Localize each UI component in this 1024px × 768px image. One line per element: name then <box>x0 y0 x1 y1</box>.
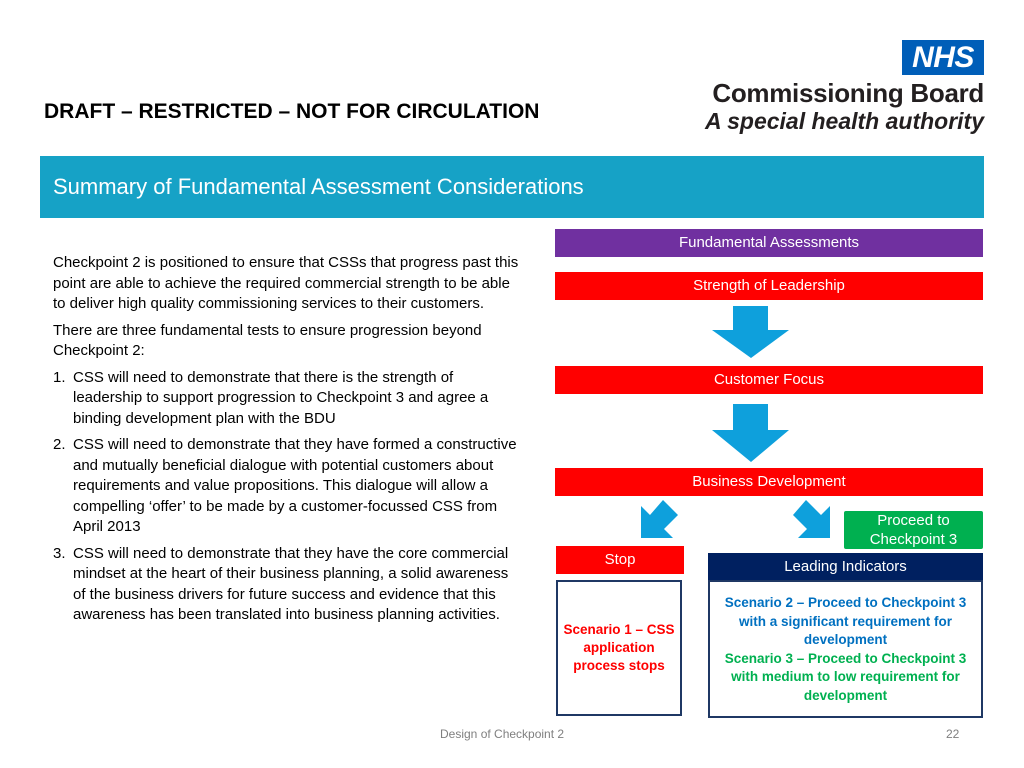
test-item: 1. CSS will need to demonstrate that ther… <box>53 368 523 430</box>
scenario1-box: Scenario 1 – CSS application process sto… <box>556 580 682 716</box>
tests-intro: There are three fundamental tests to ens… <box>53 321 482 360</box>
nhs-badge: NHS <box>902 40 984 75</box>
scenario2-text: Scenario 2 – Proceed to Checkpoint 3 wit… <box>724 595 967 647</box>
proceed-box: Proceed to Checkpoint 3 <box>844 511 983 549</box>
nhs-logo: NHS Commissioning Board A special health… <box>705 40 990 140</box>
business-development-box: Business Development <box>555 468 983 496</box>
intro-paragraph: Checkpoint 2 is positioned to ensure tha… <box>53 254 519 312</box>
test-text: CSS will need to demonstrate that they h… <box>73 436 517 535</box>
down-arrow-icon <box>712 404 789 462</box>
logo-line2: A special health authority <box>704 108 984 134</box>
scenario1-text: Scenario 1 – CSS application process sto… <box>563 622 675 673</box>
test-text: CSS will need to demonstrate that they h… <box>73 544 509 624</box>
stop-box: Stop <box>556 546 684 574</box>
down-arrow-icon <box>712 306 789 358</box>
strength-of-leadership-box: Strength of Leadership <box>555 272 983 300</box>
test-text: CSS will need to demonstrate that there … <box>73 368 489 427</box>
tests-list: 1. CSS will need to demonstrate that ther… <box>53 368 523 626</box>
test-number: 1. <box>53 368 66 386</box>
logo-line1: Commissioning Board <box>712 78 984 108</box>
scenario3-text: Scenario 3 – Proceed to Checkpoint 3 wit… <box>724 650 967 703</box>
body-text: Checkpoint 2 is positioned to ensure tha… <box>53 253 523 632</box>
draft-notice: DRAFT – RESTRICTED – NOT FOR CIRCULATION <box>44 100 540 123</box>
test-number: 2. <box>53 436 66 453</box>
footer-title: Design of Checkpoint 2 <box>440 727 565 741</box>
diagonal-down-right-arrow-icon <box>793 500 830 538</box>
test-item: 2. CSS will need to demonstrate that they… <box>53 435 523 538</box>
test-item: 3. CSS will need to demonstrate that they… <box>53 544 523 626</box>
title-banner: Summary of Fundamental Assessment Consid… <box>40 156 984 218</box>
test-number: 3. <box>53 544 66 562</box>
diagonal-down-left-arrow-icon <box>641 500 678 538</box>
customer-focus-box: Customer Focus <box>555 366 983 394</box>
fundamental-assessments-header: Fundamental Assessments <box>555 229 983 257</box>
scenario2-3-box: Scenario 2 – Proceed to Checkpoint 3 wit… <box>708 580 983 718</box>
slide-title: Summary of Fundamental Assessment Consid… <box>53 174 584 199</box>
leading-indicators-box: Leading Indicators <box>708 553 983 581</box>
page-number: 22 <box>946 727 960 741</box>
